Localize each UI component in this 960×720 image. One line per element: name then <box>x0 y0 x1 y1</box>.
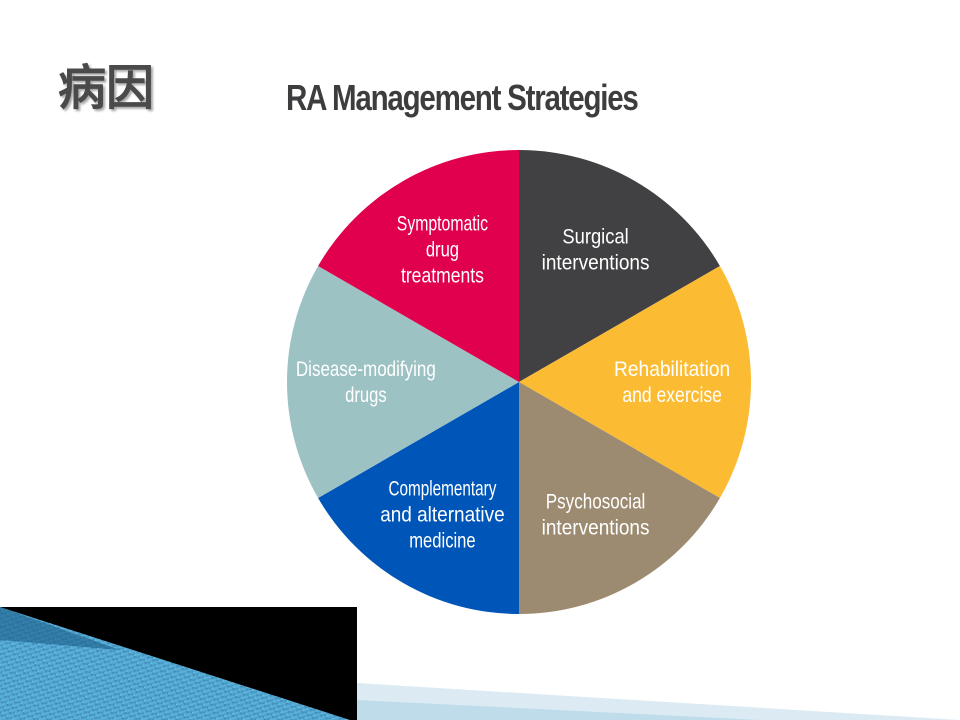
slice-label-line: Disease-modifying <box>296 358 436 381</box>
slice-label-line: Symptomatic <box>397 212 488 235</box>
diagram-title: RA Management Strategies <box>286 77 639 118</box>
slice-label-psychosocial: Psychosocial interventions <box>542 491 650 540</box>
slice-label-line: Rehabilitation <box>614 358 730 381</box>
slice-label-symptomatic: Symptomatic drug treatments <box>397 212 488 287</box>
slice-label-line: drug <box>426 238 459 261</box>
pie-slice-psychosocial <box>519 382 720 614</box>
slice-label-line: and exercise <box>622 384 722 407</box>
slice-label-line: Psychosocial <box>546 491 646 514</box>
slice-label-complementary: Complementary and alternative medicine <box>380 478 505 553</box>
slide-title: 病因 <box>58 60 155 116</box>
pie-slice-symptomatic <box>318 150 519 382</box>
pie-slice-surgical <box>519 150 720 382</box>
slice-label-line: interventions <box>542 251 650 274</box>
pie-slice-disease-modifying <box>287 266 519 498</box>
slice-label-line: medicine <box>409 530 475 553</box>
slice-label-line: interventions <box>542 517 650 540</box>
slice-label-surgical: Surgical interventions <box>542 225 650 274</box>
slice-label-line: Complementary <box>388 478 496 501</box>
slice-label-line: treatments <box>401 264 484 287</box>
slice-label-line: and alternative <box>380 504 505 527</box>
pie-slice-rehabilitation <box>519 266 751 498</box>
slice-label-line: drugs <box>345 384 387 407</box>
pie-slice-complementary <box>318 382 519 614</box>
slice-label-line: Surgical <box>562 225 628 248</box>
slice-label-rehabilitation: Rehabilitation and exercise <box>614 358 730 407</box>
slice-label-disease-modifying: Disease-modifying drugs <box>296 358 436 407</box>
